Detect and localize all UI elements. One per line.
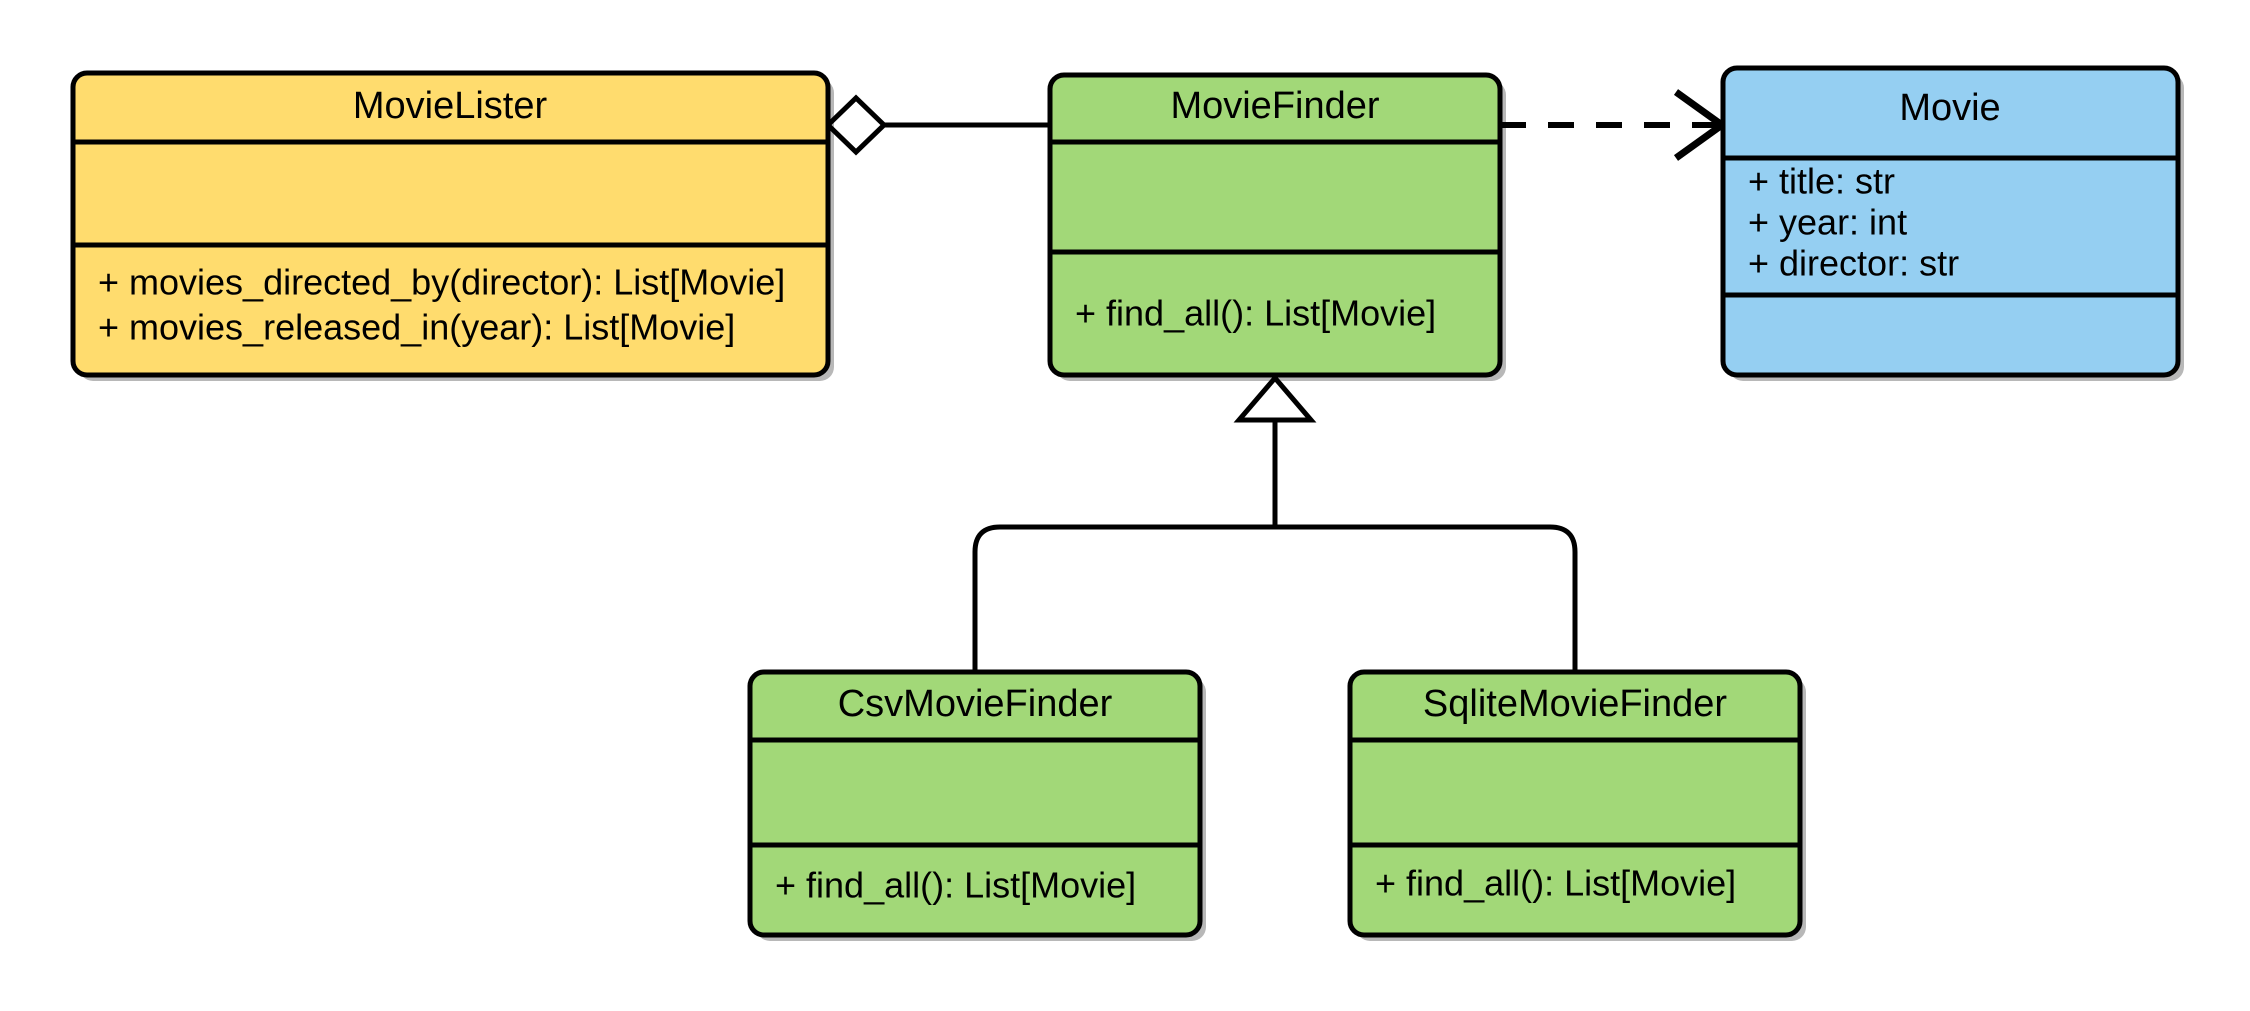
attribute-label: + title: str xyxy=(1748,161,1895,202)
class-name-label: Movie xyxy=(1899,87,2000,129)
method-label: + find_all(): List[Movie] xyxy=(775,865,1136,906)
class-box-layer: MovieLister + movies_directed_by(directo… xyxy=(70,65,2184,941)
attribute-label: + year: int xyxy=(1748,202,1907,243)
class-name-label: CsvMovieFinder xyxy=(838,683,1113,725)
relationship-aggregation-movielister-moviefinder[interactable] xyxy=(824,94,1050,156)
box-body xyxy=(70,70,831,378)
hollow-diamond-icon xyxy=(824,94,888,156)
method-label: + movies_directed_by(director): List[Mov… xyxy=(98,262,785,303)
class-box-sqlitemoviefinder[interactable]: SqliteMovieFinder + find_all(): List[Mov… xyxy=(1347,669,1806,941)
box-body xyxy=(1047,72,1503,378)
generalization-branch-csv xyxy=(972,524,1275,672)
method-label: + movies_released_in(year): List[Movie] xyxy=(98,307,735,348)
class-name-label: SqliteMovieFinder xyxy=(1423,683,1727,725)
class-box-moviefinder[interactable]: MovieFinder + find_all(): List[Movie] xyxy=(1047,72,1506,381)
method-label: + find_all(): List[Movie] xyxy=(1075,293,1436,334)
attribute-label: + director: str xyxy=(1748,243,1959,284)
class-box-movielister[interactable]: MovieLister + movies_directed_by(directo… xyxy=(70,70,834,381)
box-body xyxy=(1720,65,2181,378)
method-label: + find_all(): List[Movie] xyxy=(1375,863,1736,904)
relationship-generalization-tree[interactable] xyxy=(972,374,1578,672)
class-name-label: MovieFinder xyxy=(1170,85,1379,127)
generalization-branch-sqlite xyxy=(1275,524,1578,672)
relationship-dependency-moviefinder-movie[interactable] xyxy=(1500,89,1729,161)
class-box-csvmoviefinder[interactable]: CsvMovieFinder + find_all(): List[Movie] xyxy=(747,669,1206,941)
class-box-movie[interactable]: Movie + title: str + year: int + directo… xyxy=(1720,65,2184,381)
hollow-triangle-icon xyxy=(1233,374,1317,423)
class-name-label: MovieLister xyxy=(353,85,548,127)
